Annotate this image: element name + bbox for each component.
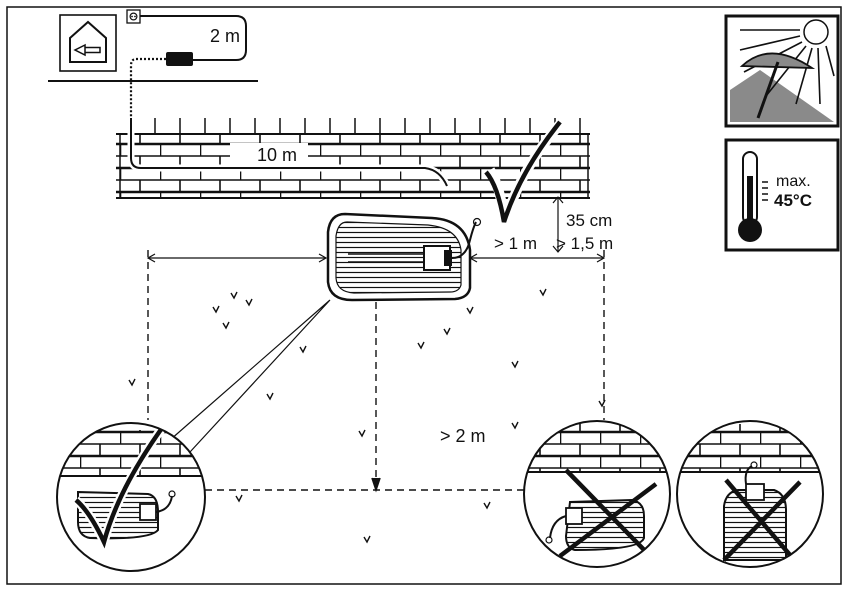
front-dimension <box>205 302 540 493</box>
detail-wrong-rotation <box>676 420 824 568</box>
temperature-value: 45°C <box>774 191 812 210</box>
detail-wrong-orientation <box>523 420 671 568</box>
detail-correct <box>56 422 206 572</box>
cross-icon <box>558 468 658 558</box>
charging-station <box>326 212 482 302</box>
cable-long-label: 10 m <box>257 145 297 165</box>
height-dimension <box>552 196 564 253</box>
house-with-arrow-icon <box>59 14 117 72</box>
grass-tufts <box>128 288 606 544</box>
checkmark-icon <box>74 426 164 549</box>
side-gap-label: > 1 m <box>494 234 537 253</box>
side-gap-max-label: > 1,5 m <box>556 234 613 253</box>
front-gap-label: > 2 m <box>440 426 486 446</box>
checkmark-icon <box>484 120 562 223</box>
temperature-prefix: max. <box>776 173 811 190</box>
cross-icon <box>722 478 802 564</box>
height-label: 35 cm <box>566 211 612 230</box>
side-dimensions <box>146 250 606 420</box>
power-socket-icon <box>126 9 141 24</box>
zoom-lines <box>169 299 331 453</box>
thermometer-icon <box>724 138 840 252</box>
cable-short-label: 2 m <box>210 26 240 46</box>
page-border <box>6 6 842 585</box>
sun-umbrella-icon <box>724 14 840 128</box>
